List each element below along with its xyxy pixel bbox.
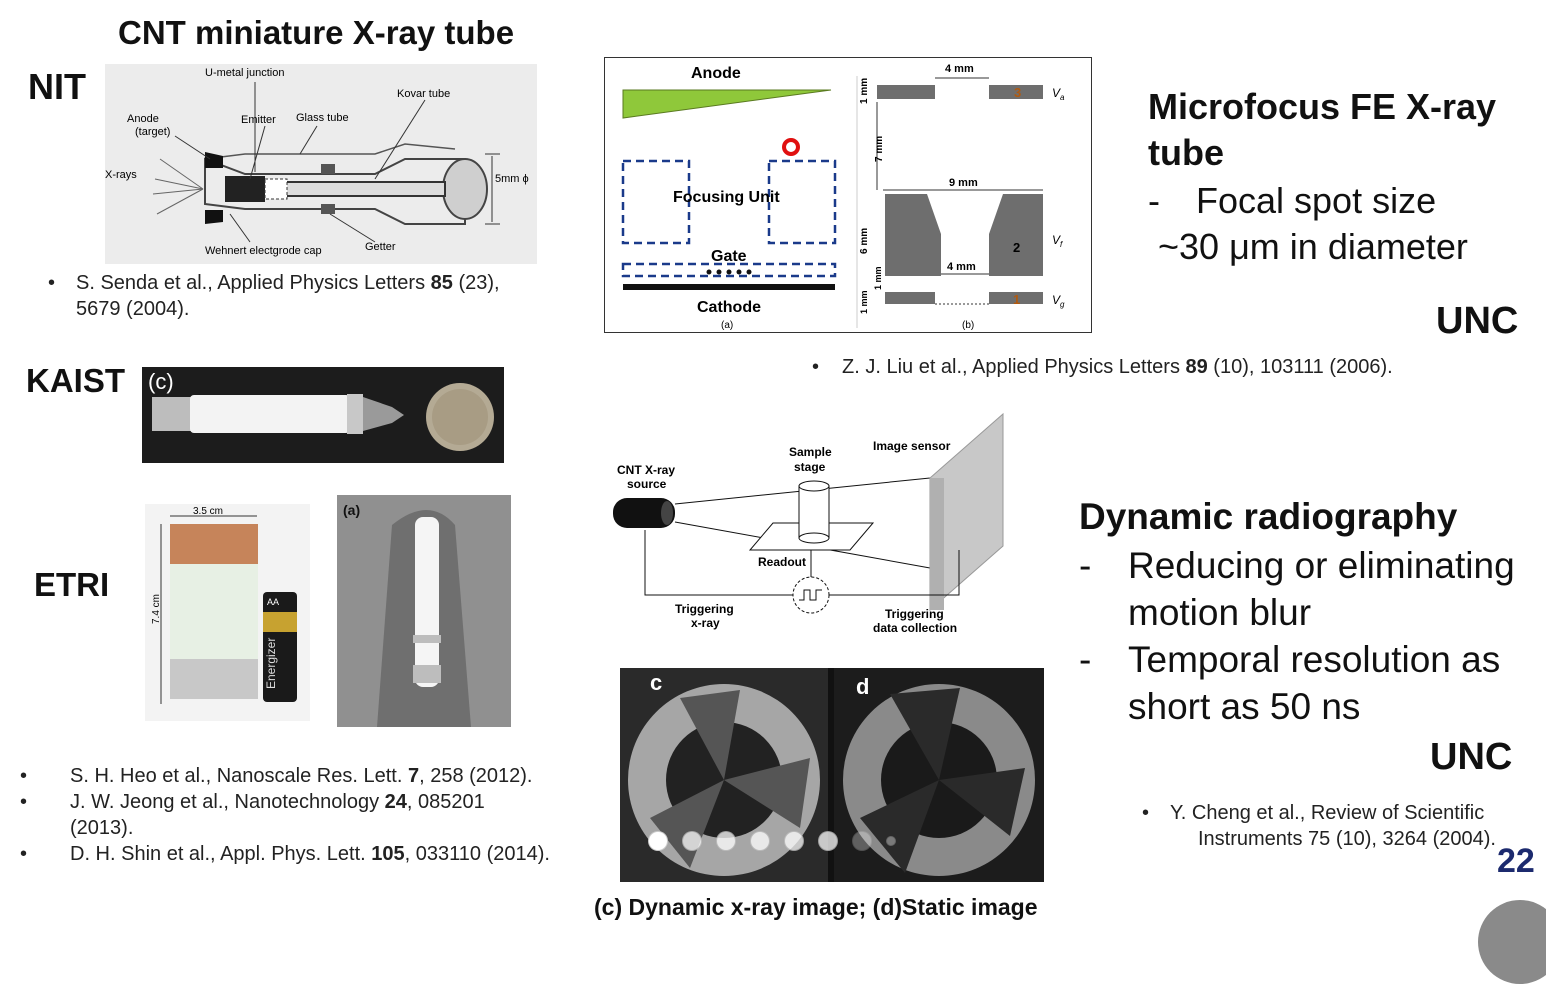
etri-panel-tag: (a) [343,502,360,518]
fig-dim-1mm-top: 1 mm [859,78,870,104]
fig-anode: Anode [691,65,741,82]
label-diameter: 5mm ϕ [495,173,529,185]
label-emitter: Emitter [241,114,276,126]
nit-label: NIT [28,66,86,107]
carousel-dot-3[interactable] [716,831,736,851]
page-number: 22 [1497,842,1535,880]
fig-dim-4mm-top: 4 mm [945,63,974,75]
etri-ref-2: •J. W. Jeong et al., Nanotechnology 24, … [20,791,485,839]
microfocus-bullet: -Focal spot size ~30 μm in diameter [1148,180,1468,267]
xray-images: c d [620,668,1044,882]
fig-dim-1mm-b: 1 mm [873,266,883,290]
fig-dim-4mm-mid: 4 mm [947,261,976,273]
diag-source-l1: CNT X-ray [617,463,675,477]
etri-width-label: 3.5 cm [193,506,223,517]
carousel-dot-1[interactable] [648,831,668,851]
fig-va: Va [1052,86,1065,102]
diag-readout: Readout [758,555,806,569]
carousel-dot-7[interactable] [852,831,872,851]
label-xrays: X-rays [105,169,137,181]
fig-sub-a: (a) [721,320,733,331]
etri-label: ETRI [34,566,110,603]
dynamic-bullet-2: -Temporal resolution as short as 50 ns [1079,639,1501,727]
xray-tag-c: c [650,670,662,695]
carousel-dot-5[interactable] [784,831,804,851]
fig-sub-b: (b) [962,320,974,331]
microfocus-lab: UNC [1436,300,1519,342]
label-anode: Anode [127,113,159,125]
carousel-dot-6[interactable] [818,831,838,851]
diag-trig-xray-l1: Triggering [675,602,734,616]
dynamic-lab: UNC [1430,736,1513,778]
microfocus-heading: Microfocus FE X-ray tube [1148,86,1497,173]
etri-references: •S. H. Heo et al., Nanoscale Res. Lett. … [20,763,600,867]
label-getter: Getter [365,241,396,253]
kaist-panel-tag: (c) [148,369,174,394]
kaist-label: KAIST [26,362,125,399]
diag-trig-xray-l2: x-ray [691,616,720,630]
fig-dim-7mm: 7 mm [874,136,885,162]
battery-size: AA [267,597,279,607]
etri-tube-photo: 3.5 cm 7.4 cm AA Energizer [145,504,310,721]
fig-dim-6mm: 6 mm [859,228,870,254]
battery-brand: Energizer [264,638,278,689]
fig-dim-1mm-a: 1 mm [859,290,869,314]
fig-focusing: Focusing Unit [673,189,780,206]
carousel-dot-4[interactable] [750,831,770,851]
fig-num3: 3 [1014,85,1021,100]
nit-tube-figure: U-metal junction Kovar tube Anode (targe… [105,64,537,264]
kaist-photo: (c) [142,367,504,463]
label-u-metal: U-metal junction [205,67,284,79]
etri-ref-3: •D. H. Shin et al., Appl. Phys. Lett. 10… [20,843,550,865]
carousel-dot-8[interactable] [886,836,896,846]
dynamic-heading: Dynamic radiography [1079,496,1458,537]
diag-sensor: Image sensor [873,439,951,453]
diag-sample-l1: Sample [789,445,832,459]
fig-cathode: Cathode [697,299,761,316]
etri-ref-1: •S. H. Heo et al., Nanoscale Res. Lett. … [20,765,533,787]
etri-height-label: 7.4 cm [151,594,162,624]
slide-title: CNT miniature X-ray tube [118,14,515,51]
diag-trig-data-l2: data collection [873,621,957,635]
dynamic-reference: • Y. Cheng et al., Review of Scientific … [1142,802,1496,850]
corner-control-button[interactable] [1478,900,1546,984]
label-kovar: Kovar tube [397,88,450,100]
diag-trig-data-l1: Triggering [885,607,944,621]
diag-source-l2: source [627,477,667,491]
label-glass: Glass tube [296,112,349,124]
fig-vf: Vf [1052,233,1063,249]
fig-num1: 1 [1013,292,1020,307]
dynamic-bullet-1: -Reducing or eliminating motion blur [1079,545,1515,633]
fig-vg: Vg [1052,293,1065,309]
fig-gate: Gate [711,248,747,265]
dynamic-bullets: -Reducing or eliminating motion blur -Te… [1079,542,1515,730]
label-wehnert: Wehnert electgrode cap [205,245,322,257]
nit-reference: • S. Senda et al., Applied Physics Lette… [48,272,500,320]
xray-caption: (c) Dynamic x-ray image; (d)Static image [594,894,1038,920]
carousel-dot-2[interactable] [682,831,702,851]
fig-dim-9mm: 9 mm [949,177,978,189]
carousel-dots [648,831,896,851]
microfocus-reference: • Z. J. Liu et al., Applied Physics Lett… [812,356,1393,378]
xray-tag-d: d [856,674,869,699]
microfocus-figure: Anode Focusing Unit Gate Cathode (a) 4 m… [604,57,1092,333]
label-target: (target) [135,126,170,138]
dynamic-diagram: CNT X-ray source Sample stage Image sens… [605,410,1015,642]
etri-finger-photo: (a) [337,495,511,727]
diag-sample-l2: stage [794,460,826,474]
fig-num2: 2 [1013,240,1020,255]
